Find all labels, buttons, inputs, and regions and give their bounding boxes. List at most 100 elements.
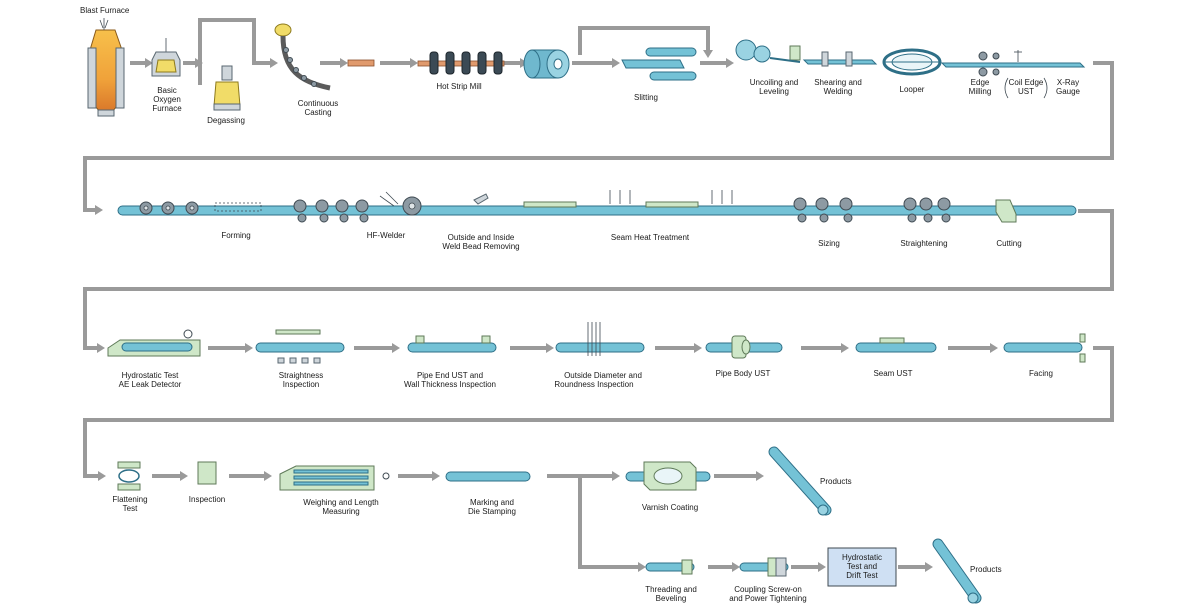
seam-heat-treatment-illustration: [523, 190, 733, 208]
step-label-line: Pipe End UST and: [417, 371, 483, 380]
step-label-line: Die Stamping: [468, 507, 516, 516]
cutting-illustration: [995, 199, 1017, 223]
step-label-line: Casting: [304, 108, 331, 117]
facing-illustration: [1003, 333, 1086, 363]
step-label-line: Welding: [824, 87, 853, 96]
step-label-line: Varnish Coating: [642, 503, 698, 512]
label-forming: Forming: [221, 231, 250, 240]
hydrostatic-test-illustration: [107, 329, 201, 357]
step-label-line: Seam UST: [873, 369, 912, 378]
step-label-line: Degassing: [207, 116, 245, 125]
step-label-line: Inspection: [189, 495, 225, 504]
step-label-line: Pipe Body UST: [716, 369, 771, 378]
step-label-line: Measuring: [322, 507, 359, 516]
products-pipe-1: [768, 446, 832, 516]
weld-bead-removing-illustration: [473, 193, 489, 205]
step-label-line: Test: [123, 504, 138, 513]
bracket-right: [1043, 77, 1048, 99]
step-label-line: Continuous: [298, 99, 338, 108]
step-label-line: Forming: [221, 231, 250, 240]
shearing-welding-illustration: [802, 51, 878, 67]
step-label-line: Hydrostatic Test: [122, 371, 180, 380]
step-label-line: Sizing: [818, 239, 840, 248]
step-label-line: Slitting: [634, 93, 658, 102]
step-label-line: AE Leak Detector: [119, 380, 182, 389]
step-label-line: Edge: [971, 78, 990, 87]
step-label-line: Outside Diameter and: [564, 371, 642, 380]
step-label-line: Milling: [969, 87, 992, 96]
step-label-line: Leveling: [759, 87, 789, 96]
step-label-line: Outside and Inside: [448, 233, 515, 242]
step-label-line: Gauge: [1056, 87, 1081, 96]
label-inspection: Inspection: [189, 495, 225, 504]
step-label-line: Looper: [900, 85, 925, 94]
coil-illustration: [523, 49, 570, 79]
step-label-line: Coupling Screw-on: [734, 585, 802, 594]
step-label-line: Marking and: [470, 498, 514, 507]
seam-ust-illustration: [855, 337, 937, 353]
label-products-1: Products: [820, 477, 852, 486]
flattening-test-illustration: [117, 461, 141, 491]
label-hot-strip-mill: Hot Strip Mill: [436, 82, 482, 91]
forming-rolls: [139, 199, 369, 223]
step-label-line: Cutting: [996, 239, 1021, 248]
step-label-line: Wall Thickness Inspection: [404, 380, 496, 389]
slitting-illustration: [621, 47, 697, 81]
step-label-line: Inspection: [283, 380, 319, 389]
looper-illustration: [882, 48, 942, 76]
step-label-line: Products: [820, 477, 852, 486]
label-hf-welder: HF-Welder: [367, 231, 406, 240]
step-label-line: Hot Strip Mill: [436, 82, 482, 91]
label-seam-ust: Seam UST: [873, 369, 912, 378]
step-label-line: X-Ray: [1057, 78, 1079, 87]
step-label-line: Flattening: [112, 495, 147, 504]
step-label-line: Beveling: [656, 594, 687, 603]
edge-milling-ust-xray-illustration: [940, 50, 1086, 77]
blast-furnace-illustration: [87, 18, 125, 117]
step-label-line: and Power Tightening: [729, 594, 806, 603]
label-sizing: Sizing: [818, 239, 840, 248]
weighing-length-illustration: [279, 465, 390, 491]
degassing-illustration: [213, 65, 241, 111]
varnish-coating-illustration: [625, 461, 711, 491]
step-label-line: Products: [970, 565, 1002, 574]
step-label-line: Hydrostatic: [842, 553, 882, 562]
straightening-rolls: [903, 197, 951, 223]
bracket-left: [1004, 77, 1009, 99]
hot-strip-mill-illustration: [417, 51, 505, 75]
label-pipe-body-ust: Pipe Body UST: [716, 369, 771, 378]
main-pipe-line-row2: [117, 205, 1077, 216]
step-label-line: Coil Edge: [1009, 78, 1044, 87]
step-label-line: Oxygen: [153, 95, 181, 104]
label-products-2: Products: [970, 565, 1002, 574]
marking-stamping-illustration: [445, 471, 531, 482]
threading-beveling-illustration: [645, 559, 695, 575]
step-label-line: Basic: [157, 86, 177, 95]
straightness-inspection-illustration: [255, 329, 345, 364]
step-label-line: Threading and: [645, 585, 697, 594]
coupling-screw-on-illustration: [739, 557, 789, 577]
step-label-line: UST: [1018, 87, 1034, 96]
pipe-body-ust-illustration: [705, 335, 783, 359]
label-seam-heat-treatment: Seam Heat Treatment: [611, 233, 690, 242]
od-roundness-illustration: [555, 322, 645, 356]
label-cutting: Cutting: [996, 239, 1021, 248]
label-degassing: Degassing: [207, 116, 245, 125]
label-blast-furnace: Blast Furnace: [80, 6, 130, 15]
step-label-line: Facing: [1029, 369, 1053, 378]
step-label-line: Drift Test: [846, 571, 878, 580]
step-label-line: Uncoiling and: [750, 78, 798, 87]
